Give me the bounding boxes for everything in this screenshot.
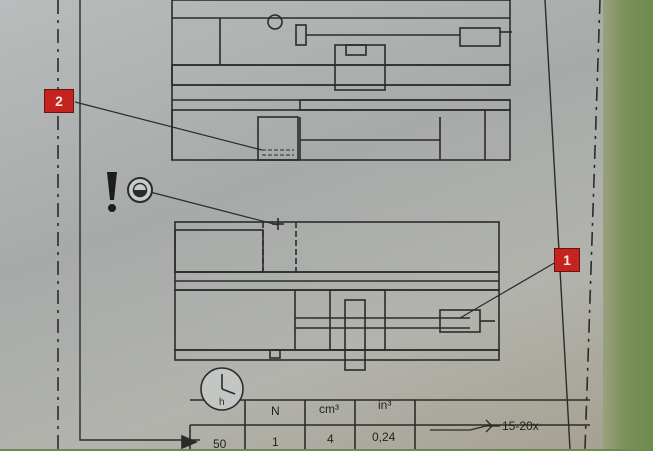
callout-marker-1: 1 (554, 248, 580, 272)
left-frame-line (79, 0, 200, 441)
leader-line-gauge (149, 191, 279, 226)
right-dash-border (584, 0, 601, 449)
table-header-cm3: cm³ (319, 402, 339, 416)
table-cell-in3: 0,24 (372, 430, 396, 444)
lathe-front-view (171, 0, 512, 161)
maintenance-table-grid (189, 399, 590, 449)
leader-line-1 (459, 261, 557, 319)
right-frame-line (544, 0, 571, 449)
leader-line-2 (74, 101, 263, 151)
green-machine-edge (603, 0, 653, 449)
lathe-top-view (174, 218, 500, 371)
table-header-n: N (271, 404, 280, 418)
table-arrow (181, 434, 199, 449)
callout-marker-2: 2 (44, 89, 74, 113)
table-cell-hours: 50 (213, 437, 227, 451)
table-cell-n: 1 (272, 435, 279, 449)
clock-icon: h (200, 367, 244, 411)
table-header-in3: in³ (378, 398, 392, 412)
oil-gauge-icon (127, 177, 153, 203)
oil-level-wave (262, 149, 294, 156)
oil-can-icon (430, 419, 500, 433)
oil-can-note: 15-20x (502, 419, 539, 433)
warning-icon (107, 172, 117, 212)
svg-text:h: h (219, 397, 225, 408)
table-cell-cm3: 4 (327, 432, 334, 446)
